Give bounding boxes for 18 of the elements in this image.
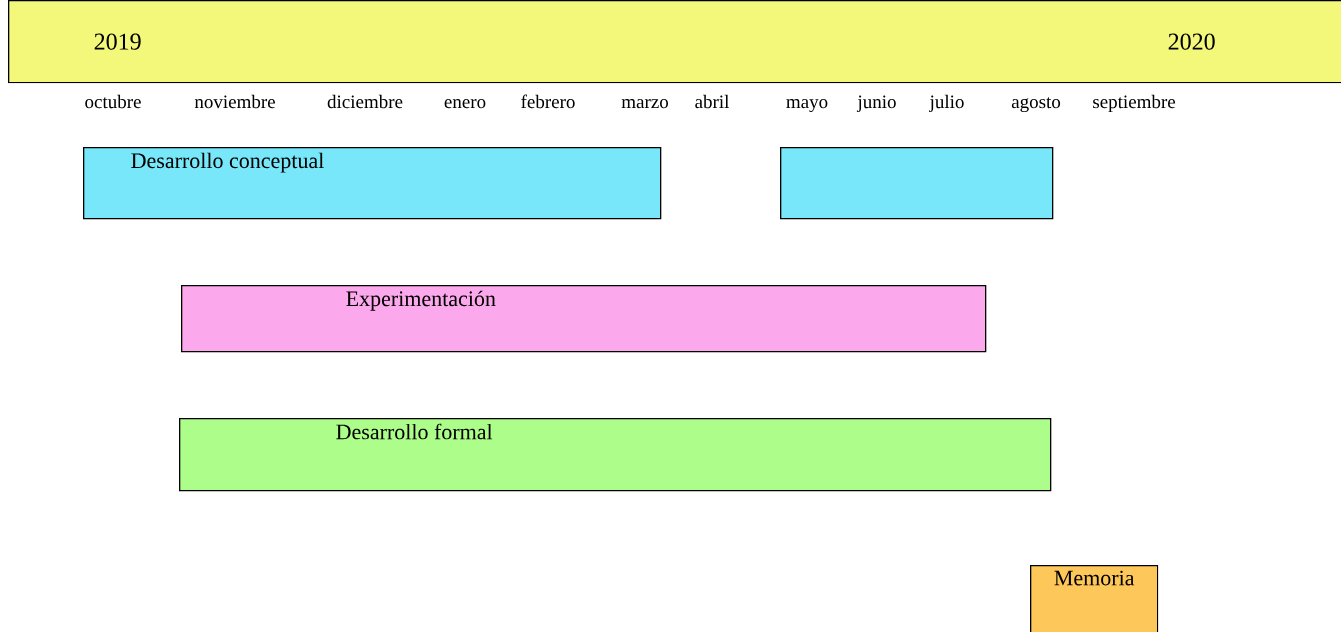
month-label: octubre xyxy=(85,94,141,109)
month-label: marzo xyxy=(621,99,668,109)
task-bar: Desarrollo conceptual xyxy=(83,147,662,220)
task-bar: Memoria xyxy=(1030,565,1159,632)
task-bar: Experimentación xyxy=(181,285,987,353)
month-label: noviembre xyxy=(194,94,275,109)
month-label: mayo xyxy=(786,99,828,113)
month-label: abril xyxy=(695,94,730,109)
task-bar xyxy=(780,147,1054,220)
month-label: julio xyxy=(929,94,964,113)
month-label: septiembre xyxy=(1093,94,1176,113)
month-label: enero xyxy=(444,99,486,109)
year-band: 2019 2020 xyxy=(8,0,1341,84)
task-bar: Desarrollo formal xyxy=(179,418,1052,492)
month-label: agosto xyxy=(1011,97,1061,113)
month-label: junio xyxy=(856,95,896,113)
month-label: febrero xyxy=(521,94,575,109)
month-label: diciembre xyxy=(327,94,403,109)
